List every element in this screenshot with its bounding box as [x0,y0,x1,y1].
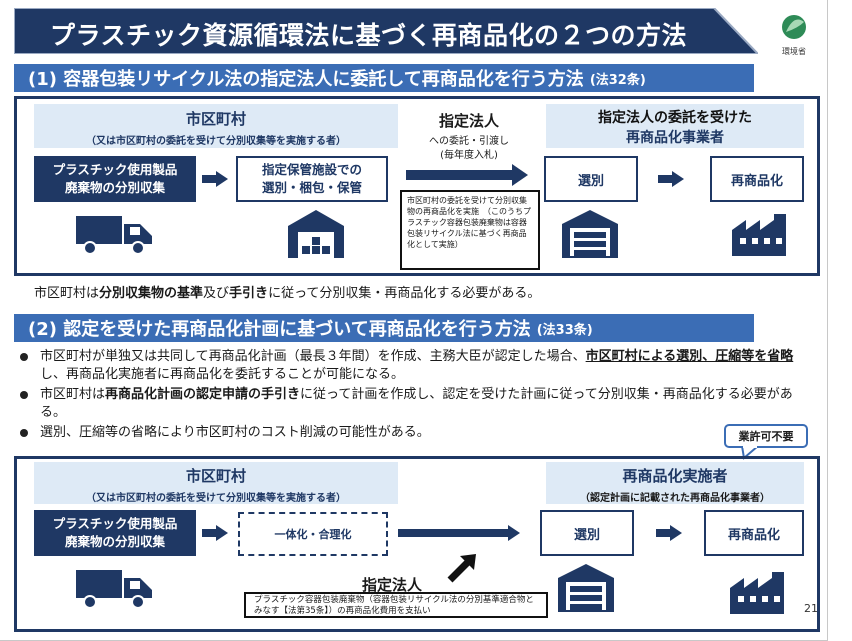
bullet-text: 選別、圧縮等の省略により市区町村のコスト削減の可能性がある。 [40,425,430,440]
factory-icon [732,214,786,256]
integrated-box: 一体化・合理化 [238,512,388,556]
leaf-icon [782,15,806,39]
section2-heading-bar: (2) 認定を受けた再商品化計画に基づいて再商品化を行う方法 (法33条) [14,314,754,342]
bullet-text: に従って計画を作成し、認定を受けた計画に従って分別収集・再商品化する必要がある。 [40,387,793,420]
section1-law: (法32条) [589,72,646,88]
bullet-icon [20,353,28,361]
municipality-title: 市区町村 [185,467,246,485]
factory-icon [730,572,784,614]
footnote-emphasis: 分別収集物の基準 [99,286,204,301]
bullet-icon [20,429,28,437]
collection-box: プラスチック使用製品 廃棄物の分別収集 [34,156,196,202]
collection-line2: 廃棄物の分別収集 [64,534,165,549]
ministry-logo: 環境省 [774,12,814,58]
section1-frame [14,96,820,276]
bullet-text: し、再商品化実施者に再商品化を委託することが可能になる。 [40,367,405,382]
bullet-item: 市区町村は再商品化計画の認定申請の手引きに従って計画を作成し、認定を受けた計画に… [16,386,806,422]
sorting-facility-icon [562,210,618,258]
storage-line1: 指定保管施設での [261,162,362,177]
designated-entity-title: 指定法人 [438,112,499,130]
section2-law: (法33条) [536,322,593,338]
section1-footnote: 市区町村は分別収集物の基準及び手引きに従って分別収集・再商品化する必要がある。 [34,282,540,301]
warehouse-icon [288,210,344,258]
recycler-title-line2: 再商品化事業者 [626,130,724,146]
arrow-right-icon [398,525,520,541]
page-title: プラスチック資源循環法に基づく再商品化の２つの方法 [50,21,688,50]
sort-label: 選別 [577,173,604,189]
arrow-right-icon [202,525,228,541]
bullet-emphasis: 市区町村による選別、圧縮等を省略 [585,349,794,364]
callout-pointer [740,446,760,460]
recycler-title-line1: 指定法人の委託を受けた [598,110,752,126]
municipality-subtitle: （又は市区町村の委託を受けて分別収集等を実施する者） [86,136,346,147]
page-number: 21 [804,602,818,615]
bullet-text: 市区町村が単独又は共同して再商品化計画（最長３年間）を作成、主務大臣が認定した場… [40,349,586,364]
designated-entity-note: プラスチック容器包装廃棄物（容器包装リサイクル法の分別基準適合物とみなす【法第3… [244,592,548,618]
truck-icon [76,216,152,255]
bullet-icon [20,391,28,399]
storage-box: 指定保管施設での 選別・梱包・保管 [236,156,388,202]
truck-icon [76,570,152,609]
section2-bullets: 市区町村が単独又は共同して再商品化計画（最長３年間）を作成、主務大臣が認定した場… [16,348,806,442]
sort-label: 選別 [573,527,600,543]
bullet-item: 選別、圧縮等の省略により市区町村のコスト削減の可能性がある。 [16,424,806,442]
recommerce-label: 再商品化 [727,527,780,543]
bullet-text: 市区町村は [40,387,106,402]
section1-heading: (1) 容器包装リサイクル法の指定法人に委託して再商品化を行う方法 [28,69,584,90]
arrow-right-icon [656,525,682,541]
footnote-text: 及び [203,286,230,301]
section1-heading-bar: (1) 容器包装リサイクル法の指定法人に委託して再商品化を行う方法 (法32条) [14,64,754,92]
slide: プラスチック資源循環法に基づく再商品化の２つの方法 環境省 (1) 容器包装リサ… [0,0,828,641]
bullet-emphasis: 再商品化計画の認定申請の手引き [105,387,301,402]
collection-line1: プラスチック使用製品 [52,162,178,177]
recommerce-box: 再商品化 [710,156,804,202]
designated-entity-sub1: への委託・引渡し [429,136,509,147]
sort-box: 選別 [540,510,634,556]
license-callout: 業許可不要 [724,424,808,448]
implementer-header: 再商品化実施者 （認定計画に記載された再商品化事業者） [546,462,804,504]
recycler-header: 指定法人の委託を受けた 再商品化事業者 [546,104,804,148]
footnote-emphasis: 手引き [229,286,269,301]
footnote-text: 市区町村は [34,286,100,301]
logo-label: 環境省 [782,47,806,56]
recommerce-box: 再商品化 [704,510,804,556]
callout-label: 業許可不要 [738,430,794,443]
section2-municipality-header: 市区町村 （又は市区町村の委託を受けて分別収集等を実施する者） [34,462,398,504]
sorting-facility-icon [558,564,614,612]
bullet-item: 市区町村が単独又は共同して再商品化計画（最長３年間）を作成、主務大臣が認定した場… [16,348,806,384]
section1-note: 市区町村の委託を受けて分別収集物の再商品化を実施 （このうちプラスチック容器包装… [400,190,540,270]
section2-frame [14,456,820,632]
arrow-right-icon [658,171,684,187]
collection-line1: プラスチック使用製品 [52,516,178,531]
footnote-text: に従って分別収集・再商品化する必要がある。 [268,286,541,301]
collection-box: プラスチック使用製品 廃棄物の分別収集 [34,510,196,556]
storage-line2: 選別・梱包・保管 [261,180,362,195]
diagonal-arrow-icon [447,554,476,583]
municipality-title: 市区町村 [185,110,246,128]
integrated-label: 一体化・合理化 [274,528,352,541]
section1-municipality-header: 市区町村 （又は市区町村の委託を受けて分別収集等を実施する者） [34,104,398,148]
section2-heading: (2) 認定を受けた再商品化計画に基づいて再商品化を行う方法 [28,319,531,340]
arrow-right-icon [406,164,528,186]
municipality-subtitle: （又は市区町村の委託を受けて分別収集等を実施する者） [86,493,346,504]
designated-entity-sub2: (毎年度入札) [440,150,498,161]
recommerce-label: 再商品化 [730,173,783,189]
implementer-title: 再商品化実施者 [622,467,728,485]
arrow-right-icon [202,171,228,187]
implementer-subtitle: （認定計画に記載された再商品化事業者） [580,493,770,504]
collection-line2: 廃棄物の分別収集 [64,180,165,195]
title-banner: プラスチック資源循環法に基づく再商品化の２つの方法 [14,8,758,54]
designated-entity-title: 指定法人 [362,576,423,594]
sort-box: 選別 [544,156,638,202]
